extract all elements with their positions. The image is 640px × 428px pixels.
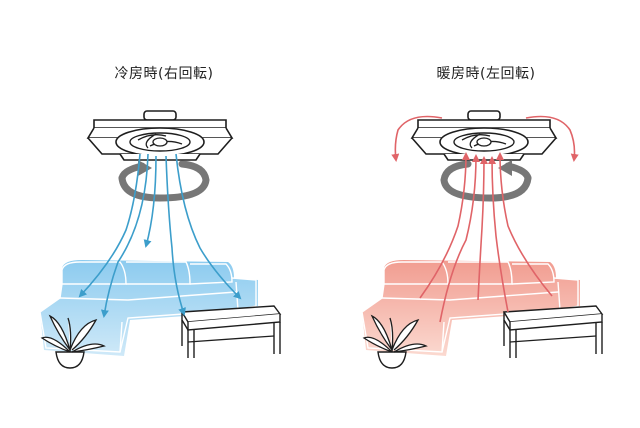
heating-panel — [361, 110, 604, 369]
sofa-icon — [361, 260, 580, 356]
heating-ceiling-flow — [391, 115, 579, 162]
cooling-title: 冷房時(右回転) — [114, 66, 214, 82]
heating-airflow — [419, 152, 553, 323]
cooling-panel — [39, 110, 282, 369]
coffee-table-icon — [502, 305, 604, 358]
potted-plant-icon — [40, 314, 106, 369]
sofa-icon — [39, 260, 258, 356]
cooling-airflow — [78, 153, 242, 318]
ceiling-fan-icon — [411, 110, 557, 161]
potted-plant-icon — [362, 314, 428, 369]
rotation-arrow-icon — [440, 160, 532, 202]
ceiling-fan-icon — [87, 110, 233, 161]
heating-title: 暖房時(左回転) — [436, 66, 536, 82]
coffee-table-icon — [180, 305, 282, 358]
